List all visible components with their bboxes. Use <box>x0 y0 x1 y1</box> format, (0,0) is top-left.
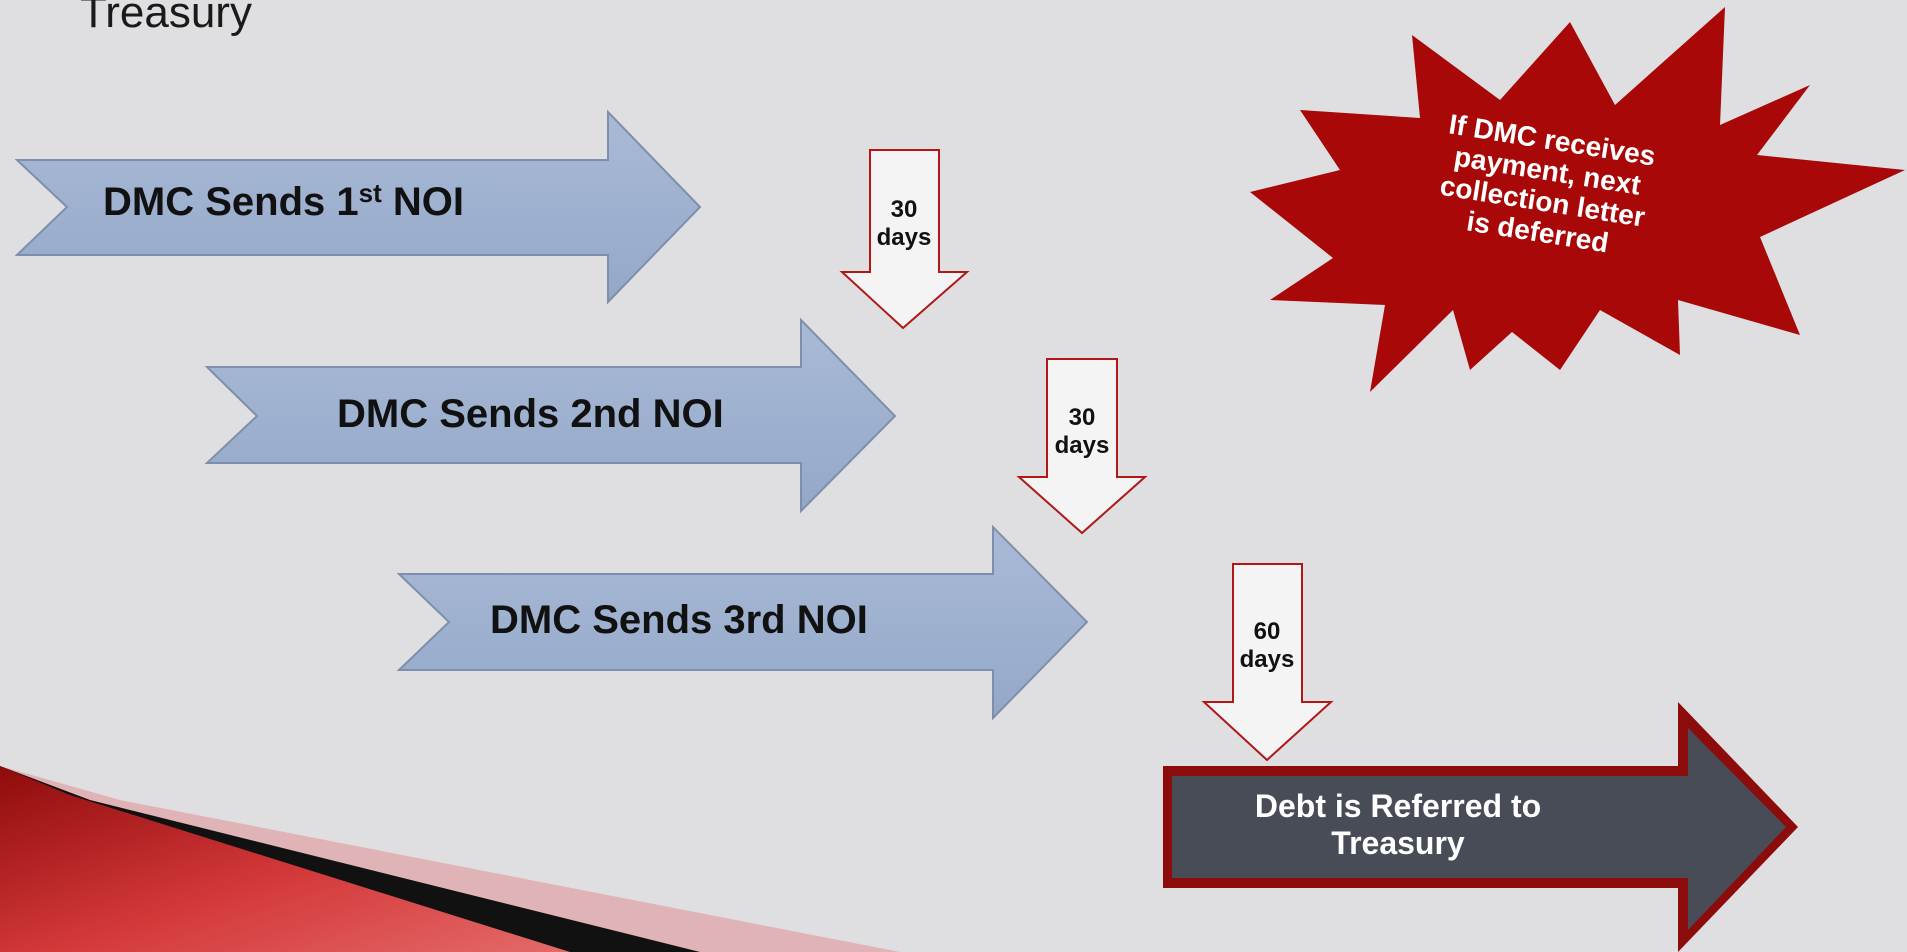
interval-2-unit: days <box>1054 432 1110 459</box>
interval-1-unit: days <box>876 224 932 251</box>
slide-title: Treasury <box>80 0 252 37</box>
interval-3-unit: days <box>1239 646 1295 673</box>
final-step-label: Debt is Referred to Treasury <box>1218 788 1578 862</box>
step-3-label: DMC Sends 3rd NOI <box>490 598 868 642</box>
final-step-line-2: Treasury <box>1331 825 1465 861</box>
interval-arrow-1 <box>839 149 970 330</box>
step-arrow-3 <box>396 524 1089 721</box>
step-1-label: DMC Sends 1st NOI <box>103 180 464 225</box>
step-1-label-end: NOI <box>381 180 464 224</box>
step-arrow-2 <box>204 317 897 514</box>
interval-2-label: 30 days <box>1042 404 1122 460</box>
step-2-label: DMC Sends 2nd NOI <box>337 392 724 436</box>
interval-arrow-2 <box>1016 358 1148 535</box>
interval-3-label: 60 days <box>1227 618 1307 674</box>
interval-1-label: 30 days <box>864 196 944 252</box>
final-step-line-1: Debt is Referred to <box>1254 788 1542 824</box>
step-arrow-1 <box>14 109 702 305</box>
interval-arrow-3 <box>1201 563 1334 762</box>
interval-2-value: 30 <box>1068 404 1096 431</box>
corner-swoosh-decoration <box>0 766 900 952</box>
step-1-label-main: DMC Sends 1 <box>103 180 359 224</box>
interval-3-value: 60 <box>1253 618 1281 645</box>
interval-1-value: 30 <box>890 196 918 223</box>
callout-starburst <box>1250 7 1905 392</box>
final-arrow-inner <box>1172 728 1786 930</box>
step-1-label-superscript: st <box>358 178 382 208</box>
